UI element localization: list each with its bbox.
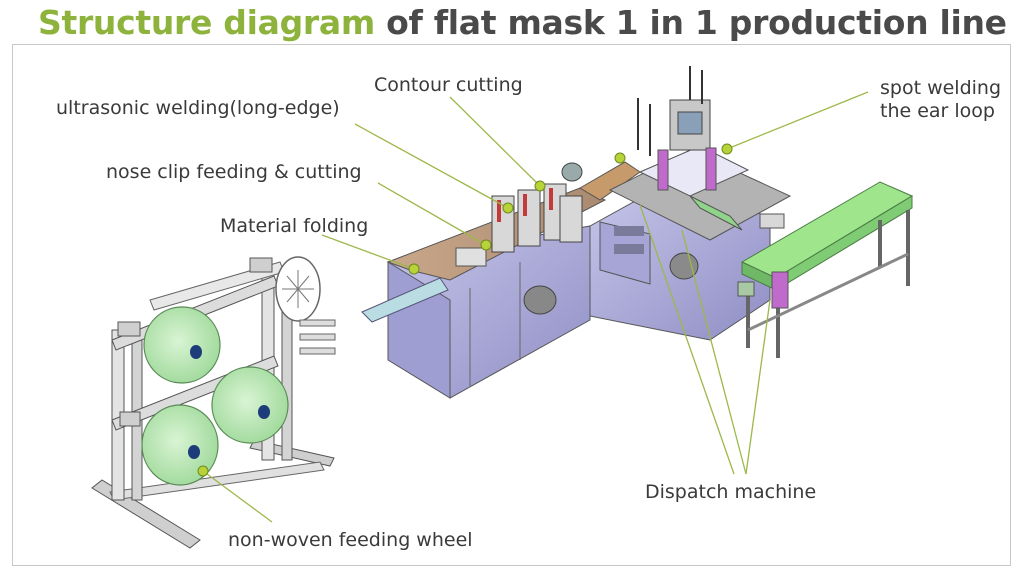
marker-dots <box>197 143 733 477</box>
dispatch-conveyor <box>737 181 914 358</box>
label-nose-clip: nose clip feeding & cutting <box>106 161 362 183</box>
label-material-folding: Material folding <box>220 215 369 237</box>
non-woven-feeding-rack <box>91 256 336 549</box>
label-non-woven-feeding-wheel: non-woven feeding wheel <box>228 529 473 551</box>
ear-loop-station <box>589 66 792 341</box>
label-spot-welding-line1: spot welding <box>880 77 1002 99</box>
label-dispatch-machine: Dispatch machine <box>645 481 817 503</box>
main-machine <box>361 161 641 399</box>
title-highlight: Structure diagram <box>38 3 375 42</box>
label-ultrasonic-welding: ultrasonic welding(long-edge) <box>56 97 340 119</box>
diagram-title: Structure diagram of flat mask 1 in 1 pr… <box>38 0 1007 46</box>
label-contour-cutting: Contour cutting <box>374 74 523 96</box>
leader-lines <box>202 91 869 523</box>
title-rest: of flat mask 1 in 1 production line <box>374 3 1007 42</box>
label-spot-welding-line2: the ear loop <box>880 100 995 122</box>
diagram-frame <box>12 44 1011 566</box>
